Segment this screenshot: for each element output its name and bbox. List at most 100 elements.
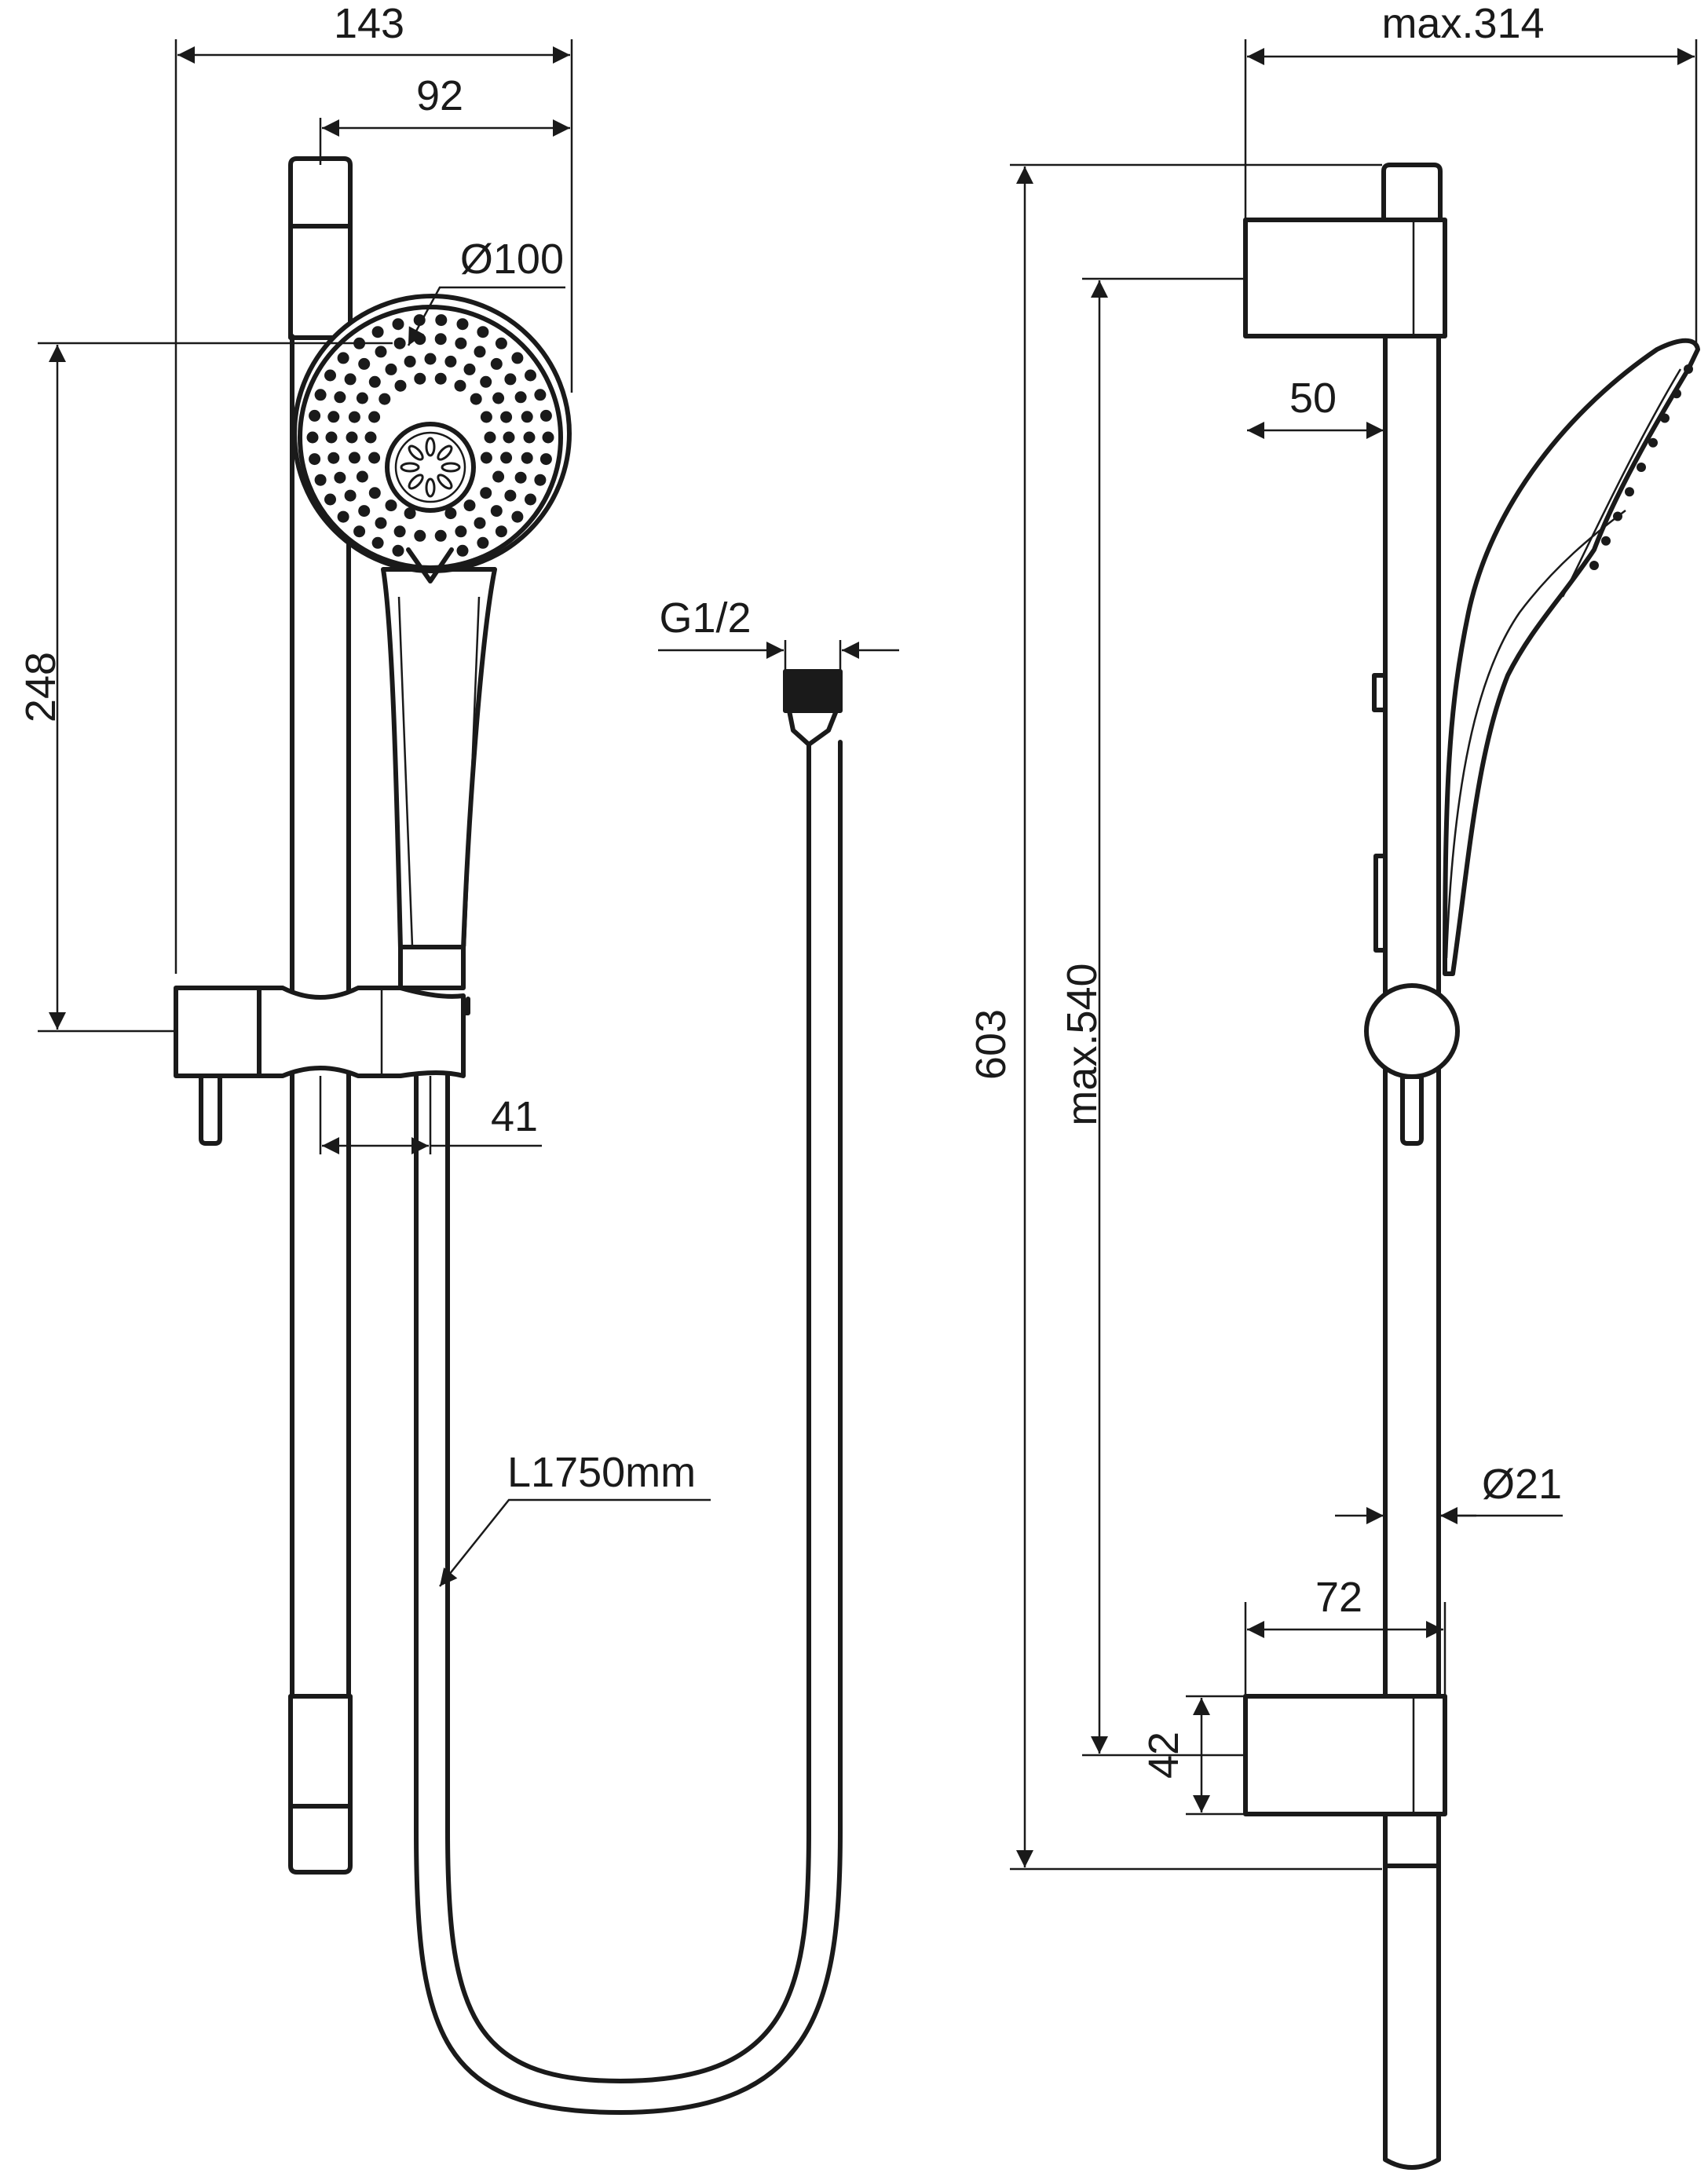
spray-nozzle bbox=[455, 525, 467, 538]
dim-bracket-height: 42 bbox=[1140, 1732, 1187, 1779]
spray-nozzle bbox=[385, 363, 397, 375]
side-spray-nozzle bbox=[1601, 536, 1611, 546]
spray-nozzle bbox=[521, 411, 533, 423]
spray-nozzle bbox=[444, 355, 457, 368]
spray-nozzle bbox=[490, 357, 503, 370]
spray-nozzle bbox=[500, 452, 513, 464]
rail-top-cap bbox=[288, 156, 353, 230]
spray-nozzle bbox=[371, 536, 384, 549]
spray-nozzle bbox=[434, 372, 447, 385]
side-slider-knob bbox=[1364, 983, 1460, 1079]
hub-jet bbox=[408, 444, 424, 461]
spray-nozzle bbox=[324, 369, 336, 382]
side-spray-nozzle bbox=[1672, 389, 1681, 399]
spray-nozzle bbox=[435, 314, 448, 327]
spray-nozzle bbox=[534, 474, 547, 486]
spray-nozzle bbox=[337, 352, 349, 364]
dim-connector-thread: G1/2 bbox=[659, 594, 751, 642]
spray-nozzle bbox=[539, 453, 552, 466]
spray-nozzle bbox=[368, 411, 381, 423]
spray-nozzle bbox=[394, 379, 407, 392]
spray-nozzle bbox=[539, 409, 552, 422]
spray-nozzle bbox=[456, 318, 469, 331]
spray-nozzle bbox=[385, 499, 397, 512]
spray-nozzle bbox=[434, 333, 447, 346]
mode-selector bbox=[406, 547, 454, 583]
slider-pin bbox=[199, 1074, 222, 1146]
spray-nozzle bbox=[309, 409, 321, 422]
spray-nozzle bbox=[346, 431, 358, 444]
spray-nozzle bbox=[337, 510, 349, 523]
side-slider-pin bbox=[1400, 1074, 1424, 1146]
spray-nozzle bbox=[523, 431, 536, 444]
spray-nozzle bbox=[492, 470, 505, 483]
spray-nozzle bbox=[495, 525, 507, 538]
spray-nozzle bbox=[358, 505, 371, 518]
spray-nozzle bbox=[404, 355, 416, 368]
spray-nozzle bbox=[480, 411, 492, 423]
hub-jet bbox=[400, 462, 420, 473]
hub-jet bbox=[437, 444, 453, 461]
side-spray-nozzle bbox=[1589, 561, 1599, 570]
spray-nozzle bbox=[364, 431, 377, 444]
side-spray-nozzle bbox=[1684, 364, 1693, 374]
spray-nozzle bbox=[500, 411, 513, 423]
spray-nozzle bbox=[392, 544, 404, 557]
spray-nozzle bbox=[463, 499, 476, 512]
spray-nozzle bbox=[514, 471, 527, 484]
side-rail-end bbox=[1383, 1864, 1441, 2170]
spray-nozzle bbox=[480, 375, 492, 388]
spray-nozzle bbox=[525, 369, 536, 382]
spray-nozzle bbox=[334, 471, 346, 484]
hose-ferrule bbox=[787, 708, 839, 747]
rail-bottom-bracket bbox=[288, 1694, 353, 1810]
spray-nozzle bbox=[534, 389, 547, 401]
shower-hose bbox=[414, 740, 843, 2115]
spray-nozzle bbox=[371, 326, 384, 338]
spray-nozzle bbox=[358, 357, 371, 370]
side-top-bracket bbox=[1243, 218, 1447, 338]
hub-jet bbox=[441, 462, 461, 473]
spray-nozzle bbox=[348, 411, 360, 423]
dim-head-diameter: Ø100 bbox=[460, 236, 564, 283]
dim-bracket-width: 72 bbox=[1315, 1574, 1362, 1621]
wall-bracket-slider bbox=[174, 986, 262, 1078]
spray-nozzle bbox=[474, 346, 486, 358]
spray-nozzle bbox=[525, 493, 536, 506]
spray-nozzle bbox=[393, 337, 406, 349]
spray-nozzle bbox=[325, 431, 338, 444]
spray-nozzle bbox=[314, 474, 327, 486]
side-spray-nozzle bbox=[1648, 437, 1658, 448]
dim-rail-diameter: Ø21 bbox=[1482, 1461, 1562, 1508]
spray-nozzle bbox=[504, 489, 517, 502]
dim-bracket-depth: 50 bbox=[1289, 375, 1337, 422]
spray-hub bbox=[385, 422, 476, 513]
spray-nozzle bbox=[413, 314, 426, 327]
side-rail-top-cap bbox=[1381, 163, 1443, 224]
spray-nozzle bbox=[521, 452, 533, 464]
side-spray-nozzle bbox=[1613, 511, 1622, 521]
dim-total-height: 603 bbox=[967, 1009, 1015, 1080]
spray-nozzle bbox=[356, 392, 368, 404]
slider-body bbox=[257, 986, 466, 1078]
spray-nozzle bbox=[484, 431, 496, 444]
spray-nozzle bbox=[327, 452, 340, 464]
spray-nozzle bbox=[511, 510, 524, 523]
spray-nozzle bbox=[314, 389, 327, 401]
hub-jet bbox=[437, 474, 453, 490]
dim-slider-offset: 41 bbox=[491, 1093, 538, 1140]
spray-nozzle bbox=[470, 393, 482, 405]
hub-jet bbox=[425, 437, 436, 457]
hub-jet bbox=[408, 474, 424, 490]
spray-nozzle bbox=[495, 337, 507, 349]
spray-nozzle bbox=[463, 363, 476, 375]
spray-nozzle bbox=[404, 507, 416, 520]
hose-nut bbox=[783, 669, 843, 713]
spray-nozzle bbox=[480, 452, 492, 464]
hub-jets bbox=[400, 437, 461, 498]
dim-max-projection: max.314 bbox=[1381, 0, 1544, 47]
spray-nozzle bbox=[356, 470, 368, 483]
spray-nozzle bbox=[456, 544, 469, 557]
dim-head-offset: 92 bbox=[416, 72, 463, 119]
